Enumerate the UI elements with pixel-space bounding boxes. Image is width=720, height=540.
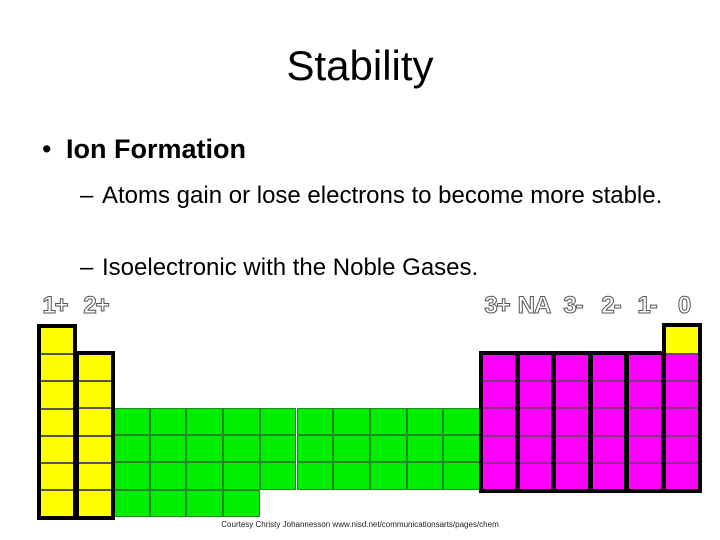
element-cell [406,462,444,490]
element-cell [186,408,224,436]
credit: Courtesy Christy Johannesson www.nisd.ne… [221,520,499,529]
element-cell [186,462,224,490]
sub-bullet: –Atoms gain or lose electrons to become … [80,180,700,211]
element-cell [553,435,590,463]
element-cell [149,435,187,463]
element-cell [589,408,627,436]
element-cell [223,489,260,517]
group-outline [37,324,77,520]
sub-bullet-text: Atoms gain or lose electrons to become m… [102,182,663,209]
element-cell [113,408,150,436]
element-cell [113,489,150,517]
sub-bullet-text: Isoelectronic with the Noble Gases. [102,254,479,281]
group-charge-label: NA [517,292,552,320]
bullet: • Ion Formation [42,134,246,165]
element-cell [259,435,297,463]
element-cell [296,408,334,436]
element-cell [296,435,334,463]
slide-title: Stability [286,42,434,89]
element-cell [149,408,187,436]
element-cell [480,435,517,463]
group-charge-label: 1- [637,292,658,320]
element-cell [589,354,627,382]
group-outline [479,351,519,493]
group-outline [75,351,115,520]
element-cell [186,489,224,517]
element-cell [443,435,480,463]
element-cell [406,408,444,436]
element-cell [443,462,480,490]
element-cell [186,435,224,463]
bullet-text: Ion Formation [66,134,246,164]
group-charge-label: 1+ [42,292,69,320]
group-charge-label: 2- [601,292,622,320]
group-outline [552,351,592,493]
group-outline [588,351,629,493]
group-outline [515,351,556,493]
element-cell [223,462,260,490]
element-cell [333,435,370,463]
element-cell [259,408,297,436]
element-cell [78,408,112,436]
element-cell [406,435,444,463]
element-cell [296,462,334,490]
element-cell [333,408,370,436]
sub-bullet: –Isoelectronic with the Noble Gases. [80,252,700,283]
element-cell [149,489,187,517]
element-cell [113,462,150,490]
element-cell [369,462,407,490]
element-cell [223,435,260,463]
element-cell [516,381,554,409]
group-charge-label: 0 [677,292,691,320]
element-cell [113,435,150,463]
element-cell [40,463,74,491]
element-cell [516,354,554,382]
group-charge-label: 3+ [484,292,511,320]
element-cell [333,462,370,490]
bullet-dot-icon: • [42,134,52,164]
element-cell [443,408,480,436]
element-cell [223,408,260,436]
element-cell [259,462,297,490]
group-charge-label: 3- [563,292,584,320]
group-outline [625,351,665,493]
element-cell [626,408,663,436]
group-outline [662,323,702,493]
element-cell [149,462,187,490]
element-cell [480,408,517,436]
element-cell [369,408,407,436]
element-cell [369,435,407,463]
group-charge-label: 2+ [83,292,110,320]
